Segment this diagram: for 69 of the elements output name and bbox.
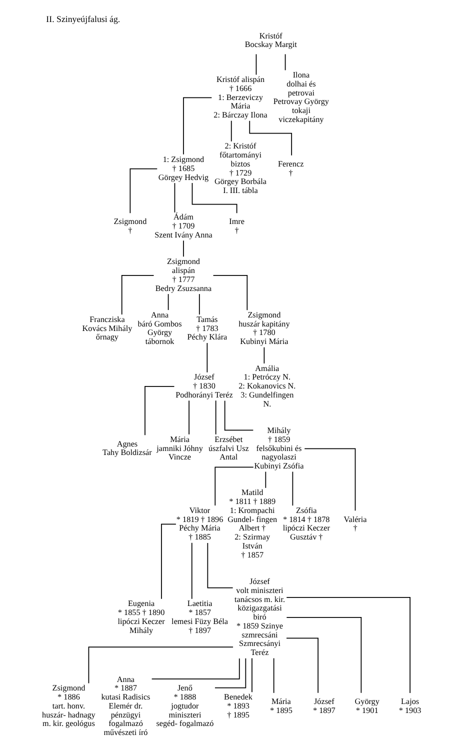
connector [272,658,274,694]
node-text: Kristóf Bocskay Margit [244,31,296,50]
node-text: Francziska Kovács Mihály őrnagy [82,314,132,342]
node-text: 2: Kristóf főtartományi biztos † 1729 Görgey Borbála I. III. tábla [214,142,266,196]
node-text: Viktor * 1819 † 1896 Péchy Mária † 1885 [176,506,223,542]
node-text: Ádám † 1709 Szent Ivány Anna [154,212,212,240]
connector [206,342,208,373]
node-text: Anna báró Gombos György tábornok [137,310,182,346]
node-text: Anna * 1887 kutasi Radisics Elemér dr. pénzügyi fogalmazó művészeti író [100,674,150,738]
node-text: Benedek * 1893 † 1895 [224,692,252,720]
connector [167,294,168,310]
connector [286,597,410,694]
connector [251,658,252,693]
node-text: Agnes Tahy Boldizsár [102,439,152,458]
node-text: Zsigmond † [113,217,146,236]
connector [174,182,175,213]
node-text: Mária * 1895 [270,696,292,715]
node-text: Erzsébet úszfalvi Usz Antal [208,434,248,462]
node-text: Mária jamniki Jóhny Vincze [156,434,202,462]
connector [214,466,254,506]
connector [286,617,362,694]
connector [144,386,174,436]
connector [230,120,232,142]
diagram-title: II. Szinyeújfalusi ág. [46,14,120,24]
node-text: Matild * 1811 † 1889 1: Krompachi Gundel- fingen Albert † 2: Szirmay István † 1857 [227,488,277,560]
connector [214,658,246,688]
connector [182,97,212,155]
connector [255,54,256,76]
connector [182,240,184,258]
node-text: Ferencz † [277,159,304,178]
connector [129,168,158,214]
connector [120,274,154,315]
node-text: Mihály † 1859 felsőkubini és nagyolaszi Kubinyi Zsófia [254,426,304,471]
node-text: József * 1897 [312,696,335,715]
node-text: Zsigmond * 1886 tart. honv. huszár- hadnagy m. kir. geológus [42,684,95,728]
node-text: Eugenia * 1855 † 1890 lipóczi Keczer Mihály [117,599,164,635]
connector [264,471,266,488]
connector [248,120,292,156]
node-text: Zsófia * 1814 † 1878 lipóczi Keczer Gusztáv † [282,506,330,542]
node-text: Jenő * 1888 jogtudor miniszteri segéd- fogalmazó [156,684,214,728]
node-text: Amália 1: Petróczy N. 2: Kokanovics N. 3: Gundelfingen N. [238,364,296,408]
node-text: Ilona dolhai és petrovai Petrovay György tokaji viczekapitány [272,70,329,124]
connector [88,646,233,684]
connector [150,658,240,680]
connector [190,542,192,600]
connector [214,400,216,435]
connector [160,524,176,600]
node-text: Tamás † 1783 Péchy Klára [186,314,227,342]
node-text: Kristóf alispán † 1666 1: Berzeviczy Mária 2: Bárczay Ilona [213,75,267,120]
node-text: 1: Zsigmond † 1685 Görgey Hedvig [158,154,208,182]
node-text: Imre † [228,217,244,236]
node-text: Laetitia * 1857 lemesi Füzy Béla † 1897 [171,599,228,635]
connector [304,448,356,512]
connector [286,638,318,694]
connector [198,294,200,315]
node-text: Valéria † [343,514,366,533]
connector [188,400,189,435]
node-text: József † 1830 Podhorányi Teréz [175,372,232,400]
connector [212,274,248,311]
node-text: Zsigmond huszár kapitány † 1780 Kubinyi Mária [238,310,290,346]
node-text: György * 1901 [354,696,379,715]
connector [206,542,233,588]
connector [284,54,286,71]
connector [292,471,293,506]
node-text: Zsigmond alispán † 1777 Bedry Zsuzsanna [154,257,212,293]
connector [263,346,264,364]
node-text: József volt miniszteri tanácsos m. kir. közigazgatási biró * 1859 Szinye szmrecsáni Szmrecsányi Teréz [234,577,285,658]
node-text: Lajos * 1903 [398,696,421,715]
connector [224,400,254,431]
